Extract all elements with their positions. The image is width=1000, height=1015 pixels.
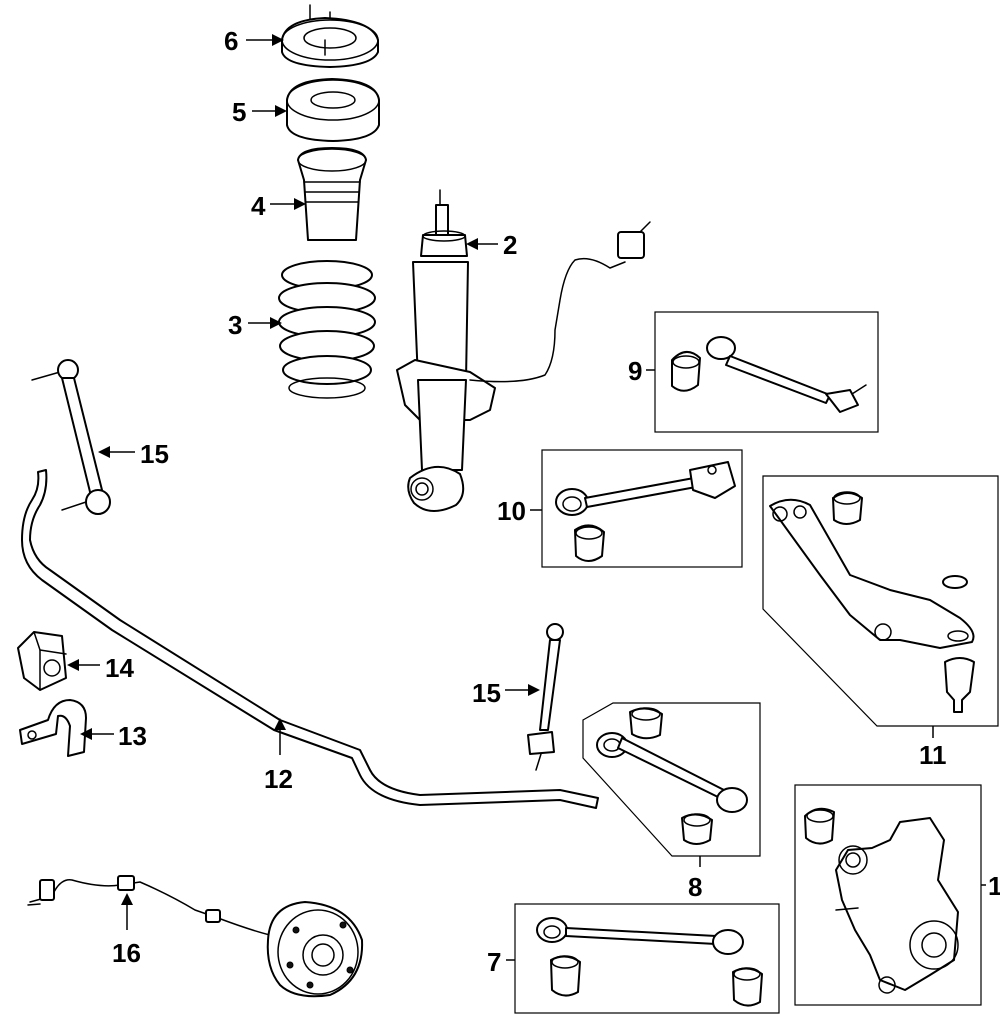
part-10-box (541, 449, 743, 568)
svg-text:6: 6 (224, 26, 238, 56)
callout-4: 4 (251, 191, 306, 221)
callout-10: 10 (497, 496, 542, 526)
part-9-toe-link (671, 336, 867, 413)
part-8-box (582, 702, 761, 857)
svg-text:9: 9 (628, 356, 642, 386)
callout-12: 12 (264, 718, 293, 794)
part-6-upper-mount (281, 4, 379, 68)
svg-text:4: 4 (251, 191, 266, 221)
svg-text:1: 1 (988, 871, 1000, 901)
callout-3: 3 (228, 310, 282, 340)
part-1-box (794, 784, 982, 1006)
callout-9: 9 (628, 356, 655, 386)
part-2-shock-absorber (396, 189, 651, 512)
part-3-coil-spring (278, 260, 376, 399)
part-11-control-arm (769, 491, 975, 713)
callout-1: 1 (981, 871, 1000, 901)
callout-15-middle: 15 (472, 678, 540, 708)
svg-text:10: 10 (497, 496, 526, 526)
part-15-stabilizer-link-left (31, 359, 111, 515)
svg-text:5: 5 (232, 97, 246, 127)
callout-5: 5 (232, 97, 287, 127)
svg-text:8: 8 (688, 872, 702, 902)
part-9-box (654, 311, 879, 433)
part-8-upper-links (596, 707, 748, 845)
part-11-box (762, 475, 999, 727)
callout-8: 8 (688, 856, 702, 902)
part-16-hub-and-sensor (27, 875, 364, 998)
svg-text:13: 13 (118, 721, 147, 751)
part-13-bracket (19, 699, 87, 757)
svg-text:11: 11 (919, 740, 947, 770)
svg-text:14: 14 (105, 653, 134, 683)
callout-14: 14 (67, 653, 134, 683)
callout-11: 11 (919, 726, 947, 770)
callout-13: 13 (80, 721, 147, 751)
part-12-stabilizer-bar (21, 469, 599, 809)
callout-16: 16 (112, 893, 141, 968)
part-7-lower-link (536, 917, 763, 1007)
callout-2: 2 (466, 230, 517, 260)
part-14-bushing (17, 631, 67, 691)
svg-text:7: 7 (487, 947, 501, 977)
svg-text:3: 3 (228, 310, 242, 340)
callout-15-upper: 15 (98, 439, 169, 469)
svg-text:2: 2 (503, 230, 517, 260)
part-5-spring-insulator (286, 78, 380, 142)
callout-6: 6 (224, 26, 284, 56)
part-15-stabilizer-link-right (527, 623, 564, 771)
part-4-bump-stop (297, 147, 367, 241)
svg-text:12: 12 (264, 764, 293, 794)
part-10-lateral-link (555, 461, 736, 562)
part-7-box (514, 903, 780, 1014)
callout-7: 7 (487, 947, 515, 977)
svg-text:15: 15 (140, 439, 169, 469)
svg-text:16: 16 (112, 938, 141, 968)
part-1-knuckle (804, 807, 959, 994)
svg-text:15: 15 (472, 678, 501, 708)
